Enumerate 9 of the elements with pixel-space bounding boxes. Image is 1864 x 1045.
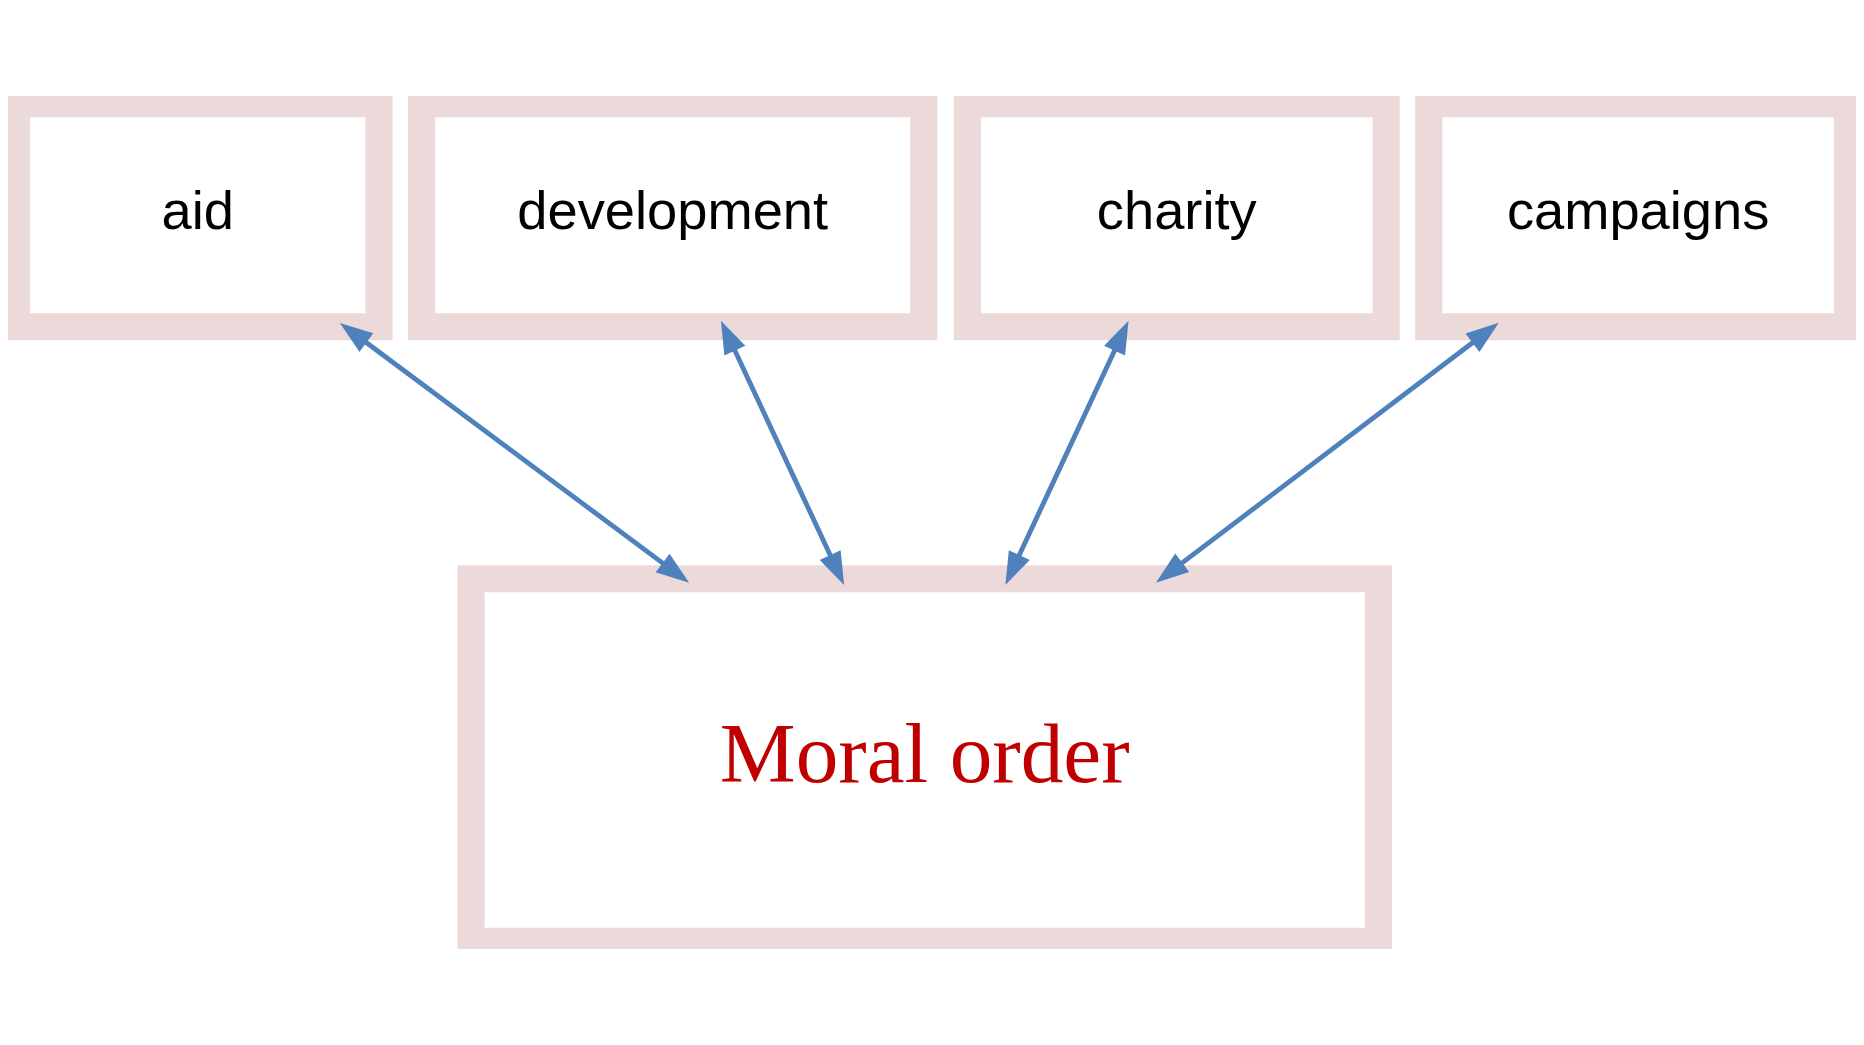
node-box: campaigns — [1415, 96, 1856, 341]
node-box: development — [408, 96, 938, 341]
node-box: charity — [953, 96, 1400, 341]
node-box: aid — [8, 96, 393, 341]
arrow — [1155, 322, 1499, 583]
arrow — [720, 320, 845, 585]
arrow — [1005, 320, 1129, 585]
node-box: Moral order — [457, 565, 1392, 949]
arrow — [339, 322, 690, 583]
